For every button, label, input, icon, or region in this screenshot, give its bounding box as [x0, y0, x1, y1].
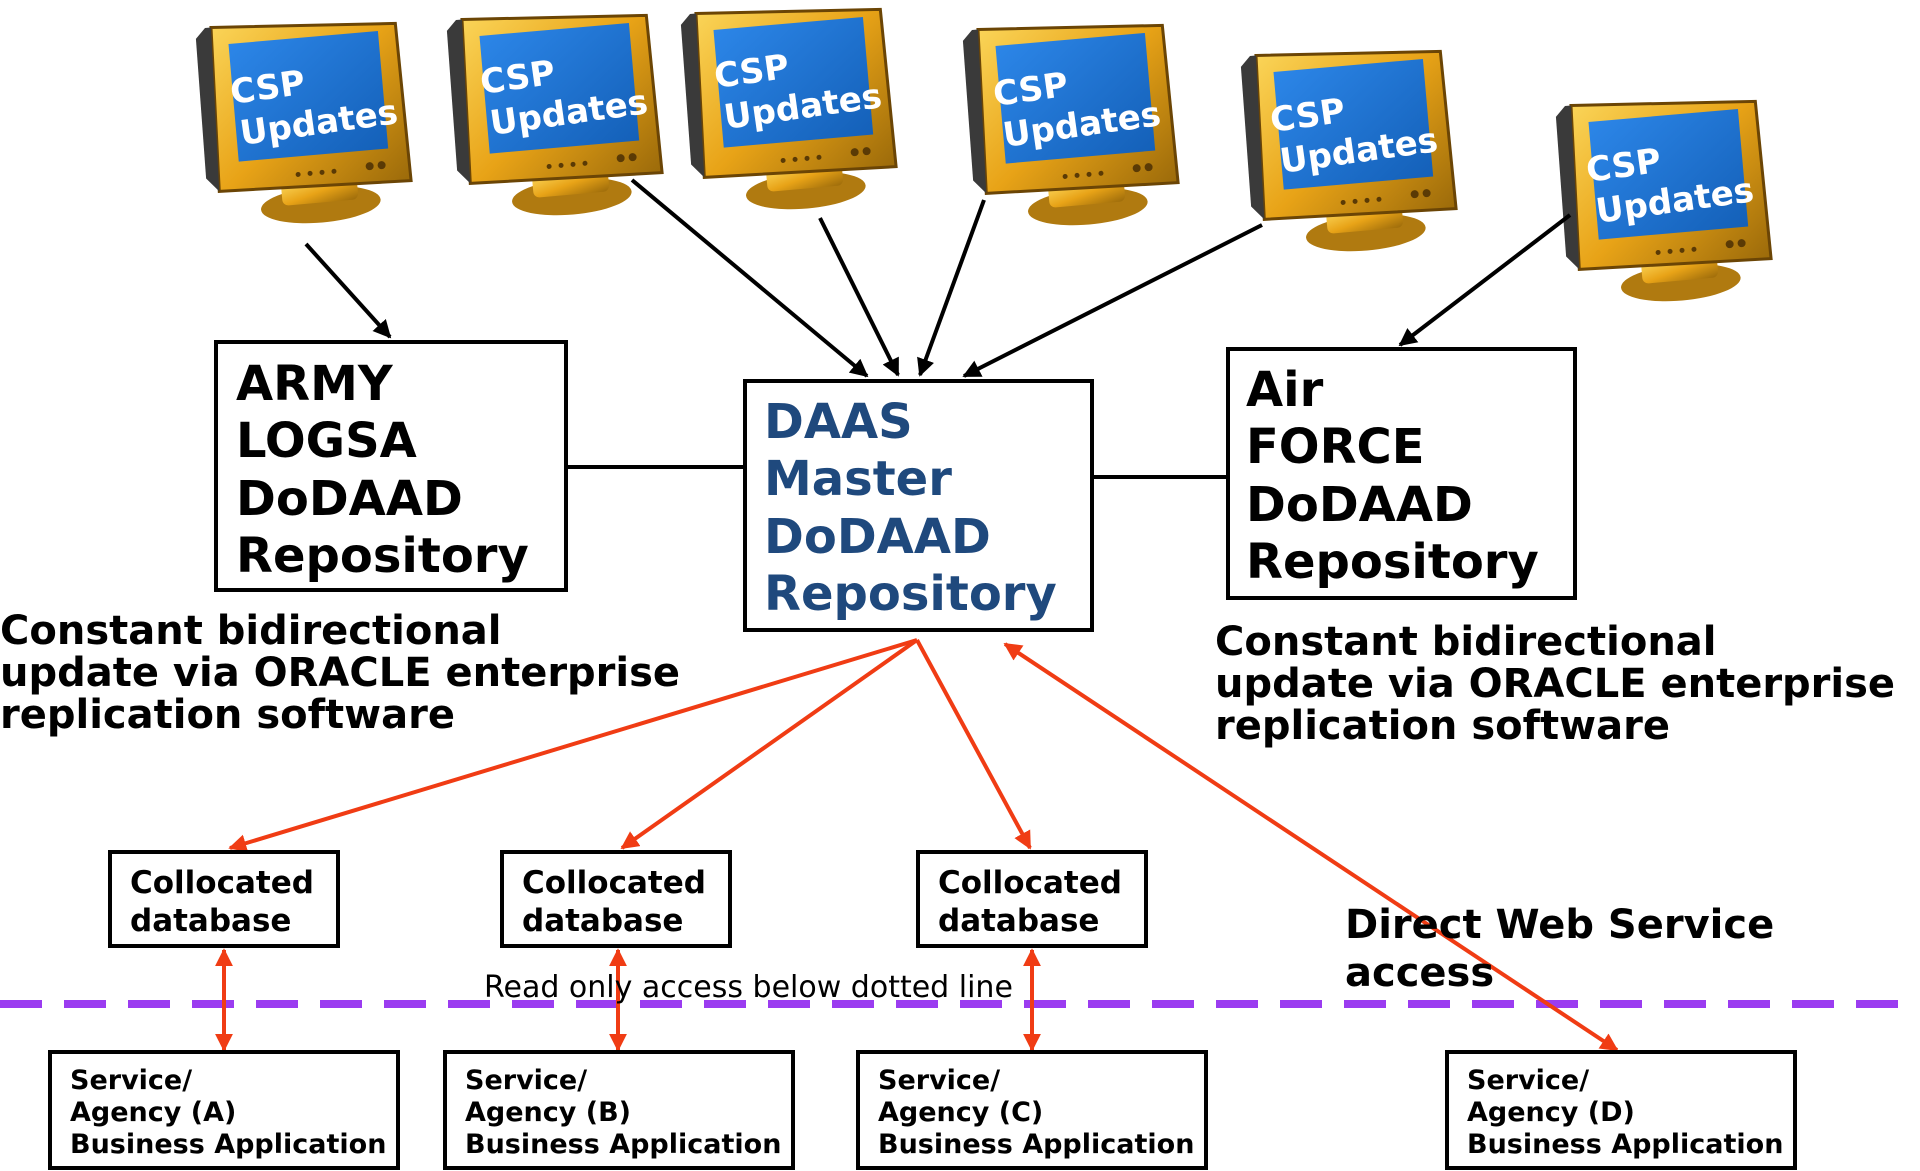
app-label-a: Service/ Agency (A) Business Application: [70, 1065, 386, 1160]
update-arrow-6: [1398, 213, 1572, 347]
direct-web-service-label: Direct Web Service access: [1345, 902, 1788, 996]
army-line-3: DoDAAD: [236, 471, 463, 527]
db-c-line-1: Collocated: [938, 865, 1122, 901]
note-left-line-1: Constant bidirectional: [0, 608, 502, 654]
monitor-icon-2: [446, 13, 664, 216]
monitor-icon-4: [962, 23, 1180, 226]
app-b-line-2: Agency (B): [465, 1097, 631, 1128]
daas-line-1: DAAS: [764, 394, 913, 450]
db-b-line-1: Collocated: [522, 865, 706, 901]
airforce-repository-label: Air FORCE DoDAAD Repository: [1246, 362, 1539, 590]
army-repository-box: [214, 340, 568, 592]
airforce-repository-box: [1226, 347, 1577, 600]
airforce-line-2: FORCE: [1246, 419, 1425, 475]
army-line-4: Repository: [236, 528, 529, 584]
app-label-b: Service/ Agency (B) Business Application: [465, 1065, 781, 1160]
db-b-line-2: database: [522, 903, 683, 939]
note-right-line-2: update via ORACLE enterprise: [1215, 661, 1895, 707]
read-only-note: Read only access below dotted line: [484, 970, 1013, 1005]
note-left-line-3: replication software: [0, 692, 455, 738]
app-box-c: [856, 1050, 1208, 1170]
collocated-db-label-a: Collocated database: [130, 865, 325, 939]
app-c-line-1: Service/: [878, 1065, 1000, 1096]
distribution-arrow-b: [620, 638, 919, 850]
app-box-d: [1445, 1050, 1797, 1170]
collocated-db-box-c: [916, 850, 1148, 948]
app-d-line-1: Service/: [1467, 1065, 1589, 1096]
distribution-arrow-a: [228, 638, 918, 852]
note-right-line-3: replication software: [1215, 703, 1670, 749]
airforce-line-4: Repository: [1246, 534, 1539, 590]
airforce-line-1: Air: [1246, 362, 1324, 418]
app-box-a: [48, 1050, 400, 1170]
collocated-db-label-b: Collocated database: [522, 865, 717, 939]
app-c-line-3: Business Application: [878, 1129, 1194, 1160]
replication-note-left: Constant bidirectional update via ORACLE…: [0, 608, 694, 738]
direct-access-line-2: access: [1345, 950, 1494, 996]
update-arrow-1: [304, 242, 392, 339]
daas-repository-label: DAAS Master DoDAAD Repository: [764, 394, 1057, 622]
note-right-line-1: Constant bidirectional: [1215, 619, 1717, 665]
direct-web-service-arrow: [1003, 642, 1619, 1052]
app-d-line-3: Business Application: [1467, 1129, 1783, 1160]
monitor-icon-5: [1240, 49, 1458, 252]
update-arrow-3: [818, 217, 900, 377]
app-b-line-1: Service/: [465, 1065, 587, 1096]
app-a-line-3: Business Application: [70, 1129, 386, 1160]
app-label-c: Service/ Agency (C) Business Application: [878, 1065, 1194, 1160]
daas-line-3: DoDAAD: [764, 509, 991, 565]
army-line-1: ARMY: [236, 356, 394, 412]
army-line-2: LOGSA: [236, 413, 417, 469]
collocated-db-box-a: [108, 850, 340, 948]
distribution-arrow-c: [915, 639, 1032, 850]
daas-line-2: Master: [764, 451, 952, 507]
airforce-line-3: DoDAAD: [1246, 477, 1473, 533]
update-arrow-5: [962, 223, 1263, 378]
direct-access-line-1: Direct Web Service: [1345, 902, 1774, 948]
app-label-d: Service/ Agency (D) Business Application: [1467, 1065, 1783, 1160]
app-box-b: [443, 1050, 795, 1170]
update-arrow-4: [917, 199, 986, 377]
app-c-line-2: Agency (C): [878, 1097, 1043, 1128]
replication-note-right: Constant bidirectional update via ORACLE…: [1215, 619, 1909, 749]
monitor-icon-3: [680, 7, 898, 210]
daas-line-4: Repository: [764, 566, 1057, 622]
db-a-line-1: Collocated: [130, 865, 314, 901]
db-a-line-2: database: [130, 903, 291, 939]
app-b-line-3: Business Application: [465, 1129, 781, 1160]
app-a-line-1: Service/: [70, 1065, 192, 1096]
update-arrow-2: [630, 178, 869, 378]
app-d-line-2: Agency (D): [1467, 1097, 1635, 1128]
collocated-db-box-b: [500, 850, 732, 948]
note-left-line-2: update via ORACLE enterprise: [0, 650, 680, 696]
army-repository-label: ARMY LOGSA DoDAAD Repository: [236, 356, 529, 584]
monitor-icon-1: [195, 21, 413, 224]
db-c-line-2: database: [938, 903, 1099, 939]
monitor-icon-6: [1555, 99, 1773, 302]
app-a-line-2: Agency (A): [70, 1097, 236, 1128]
collocated-db-label-c: Collocated database: [938, 865, 1133, 939]
daas-repository-box: [743, 379, 1094, 632]
